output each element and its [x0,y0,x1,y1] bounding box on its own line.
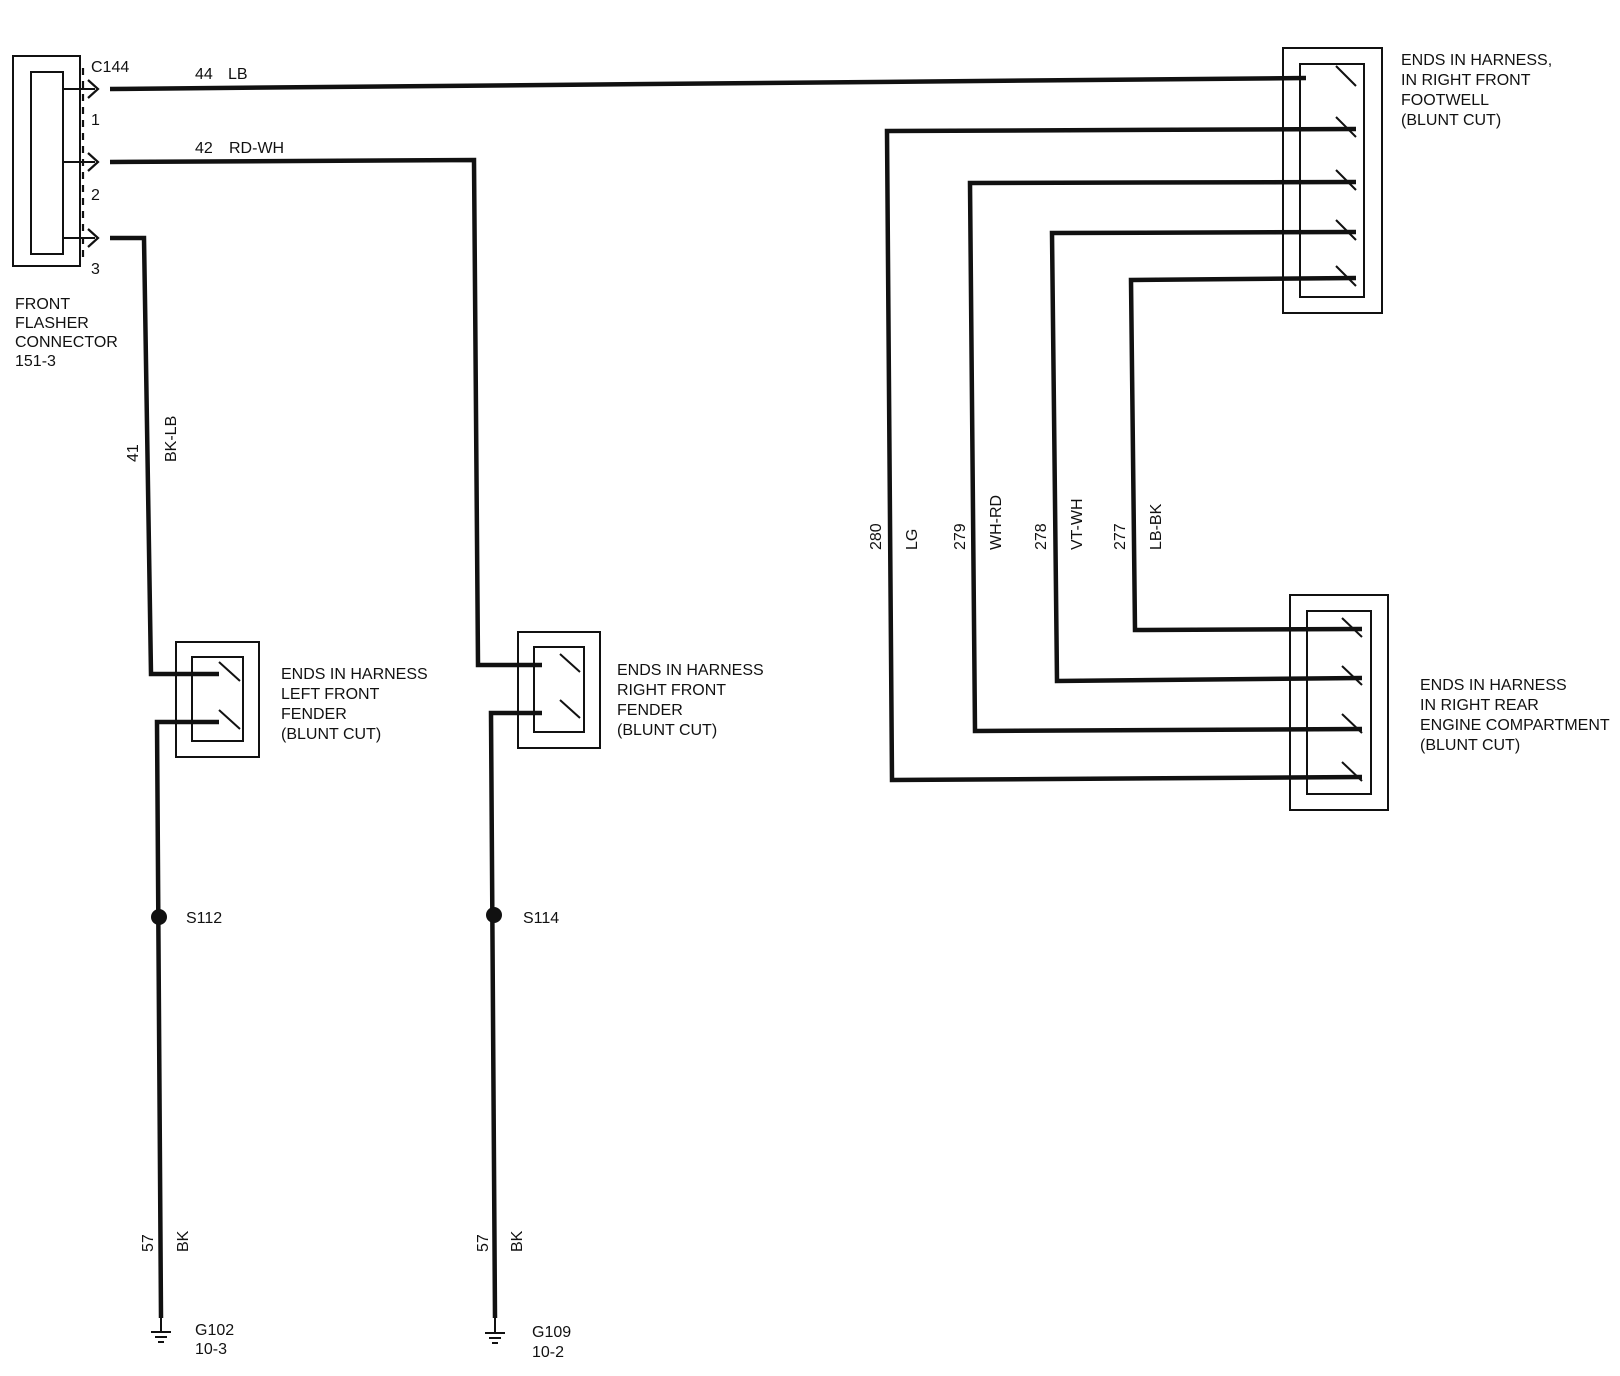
engine-label-line-4: (BLUNT CUT) [1420,737,1520,754]
wire-44-circuit: 44 [195,66,213,83]
footwell-label-line-1: ENDS IN HARNESS, [1401,52,1552,69]
wire-277-lb-bk [1128,275,1363,633]
wire-44-lb [109,75,1307,92]
connector-inner-box [30,71,64,255]
ground-g109-id: G109 [532,1324,571,1341]
ground-g102-icon [151,1318,171,1343]
footwell-label-line-3: FOOTWELL [1401,92,1489,109]
pin-1-terminal-icon [87,79,100,99]
wire-279-color: WH-RD [988,495,1005,550]
footwell-cut-end-1-icon [1335,65,1357,87]
pin-3-number: 3 [91,261,100,278]
footwell-label-line-4: (BLUNT CUT) [1401,112,1501,129]
wire-57-left-color: BK [175,1230,192,1252]
wire-280-circuit: 280 [868,523,885,550]
wire-280-color: LG [904,529,921,550]
harness-end-right-front-fender: ENDS IN HARNESS RIGHT FRONT FENDER (BLUN… [517,631,764,749]
right-fender-cut-end-2-icon [559,699,581,719]
wire-278-color: VT-WH [1069,498,1086,550]
wire-41-color: BK-LB [163,416,180,462]
ground-g102-page: 10-3 [195,1341,227,1358]
wire-278-vt-wh [1049,229,1363,684]
wire-57-left-circuit: 57 [140,1234,157,1252]
connector-label-line-2: FLASHER [15,315,89,332]
left-fender-cut-end-1-icon [218,661,241,682]
wire-57-bk-left [154,719,219,1319]
right-fender-label-line-1: ENDS IN HARNESS [617,662,764,679]
splice-s114-dot [486,907,502,923]
connector-label-line-1: FRONT [15,296,70,313]
engine-label-line-3: ENGINE COMPARTMENT [1420,717,1610,734]
left-fender-cut-end-2-icon [218,709,241,730]
right-fender-outer-box [517,631,601,749]
wire-57-bk-right [488,710,542,1319]
engine-inner-box [1306,610,1372,795]
left-fender-label-line-4: (BLUNT CUT) [281,726,381,743]
ground-g109-icon [485,1318,505,1344]
front-flasher-connector: C144 1 2 3 FRONT FLASHER CONNECTOR 151-3 [12,55,129,370]
pin-1-number: 1 [91,112,100,129]
left-fender-inner-box [191,656,244,742]
engine-label-line-2: IN RIGHT REAR [1420,697,1539,714]
pin-3-terminal-icon [87,228,100,248]
left-fender-label-line-3: FENDER [281,706,347,723]
wire-41-bk-lb [110,235,219,677]
connector-label-line-3: CONNECTOR [15,334,118,351]
wire-41-circuit: 41 [125,444,142,462]
wire-277-circuit: 277 [1112,523,1129,550]
right-fender-label-line-4: (BLUNT CUT) [617,722,717,739]
wire-42-rd-wh [109,157,542,668]
left-fender-outer-box [175,641,260,758]
splice-s114-label: S114 [523,910,559,927]
splice-s112-dot [151,909,167,925]
right-fender-label-line-3: FENDER [617,702,683,719]
engine-outer-box [1289,594,1389,811]
wire-280-lg [884,126,1363,783]
left-fender-label-line-1: ENDS IN HARNESS [281,666,428,683]
harness-end-right-rear-engine-compartment: ENDS IN HARNESS IN RIGHT REAR ENGINE COM… [1289,594,1610,811]
ground-g109-page: 10-2 [532,1344,564,1361]
left-fender-label-line-2: LEFT FRONT [281,686,380,703]
pin-2-number: 2 [91,187,100,204]
ground-g102-id: G102 [195,1322,234,1339]
wire-279-wh-rd [967,179,1363,734]
wire-42-circuit: 42 [195,140,213,157]
engine-cut-end-2-icon [1341,665,1363,686]
pin-2-terminal-icon [87,152,100,172]
connector-id: C144 [91,59,129,76]
connector-label-line-4: 151-3 [15,353,56,370]
splice-s112-label: S112 [186,910,222,927]
right-fender-label-line-2: RIGHT FRONT [617,682,726,699]
harness-end-left-front-fender: ENDS IN HARNESS LEFT FRONT FENDER (BLUNT… [175,641,428,758]
wire-279-circuit: 279 [952,523,969,550]
wire-278-circuit: 278 [1033,523,1050,550]
wire-44-color: LB [228,66,248,83]
wire-57-right-color: BK [509,1230,526,1252]
footwell-label-line-2: IN RIGHT FRONT [1401,72,1531,89]
engine-label-line-1: ENDS IN HARNESS [1420,677,1567,694]
right-fender-cut-end-1-icon [559,653,581,673]
wire-277-color: LB-BK [1148,503,1165,550]
wire-57-right-circuit: 57 [475,1234,492,1252]
right-fender-inner-box [533,646,585,733]
wire-42-color: RD-WH [229,140,284,157]
